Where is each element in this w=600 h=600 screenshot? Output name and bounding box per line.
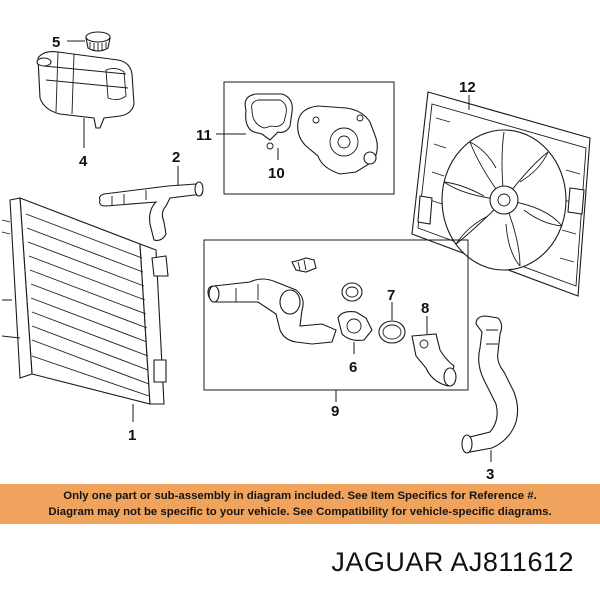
disclaimer-line-2: Diagram may not be specific to your vehi… xyxy=(48,506,552,518)
temperature-sensor xyxy=(291,257,317,273)
callout-4: 4 xyxy=(79,153,88,170)
lower-hose xyxy=(461,315,519,454)
thermostat-seal-ring xyxy=(341,282,363,302)
part-number: JAGUAR AJ811612 xyxy=(331,547,574,577)
callout-9: 9 xyxy=(331,403,339,420)
callout-10: 10 xyxy=(268,165,285,182)
callout-12: 12 xyxy=(459,79,476,96)
water-pump-gasket xyxy=(244,93,293,150)
reservoir-cap xyxy=(85,31,111,52)
disclaimer-banner: Only one part or sub-assembly in diagram… xyxy=(0,484,600,524)
parts-diagram: 5 4 2 1 11 xyxy=(1,31,591,483)
water-pump-box xyxy=(223,81,395,195)
expansion-tank xyxy=(36,51,135,129)
callout-8: 8 xyxy=(421,300,429,317)
outlet-elbow xyxy=(411,333,457,387)
fan-blades xyxy=(441,129,567,271)
thermostat-housing xyxy=(207,278,337,345)
callout-11: 11 xyxy=(196,127,212,144)
water-pump xyxy=(297,105,378,175)
disclaimer-line-1: Only one part or sub-assembly in diagram… xyxy=(63,490,537,502)
callout-3: 3 xyxy=(486,466,494,483)
thermostat xyxy=(337,311,373,341)
o-ring xyxy=(378,320,406,344)
callout-2: 2 xyxy=(172,149,180,166)
callout-5: 5 xyxy=(52,34,60,51)
callout-7: 7 xyxy=(387,287,395,304)
radiator xyxy=(1,197,169,405)
callout-1: 1 xyxy=(128,427,136,444)
callout-6: 6 xyxy=(349,359,357,376)
upper-hose xyxy=(98,181,204,241)
